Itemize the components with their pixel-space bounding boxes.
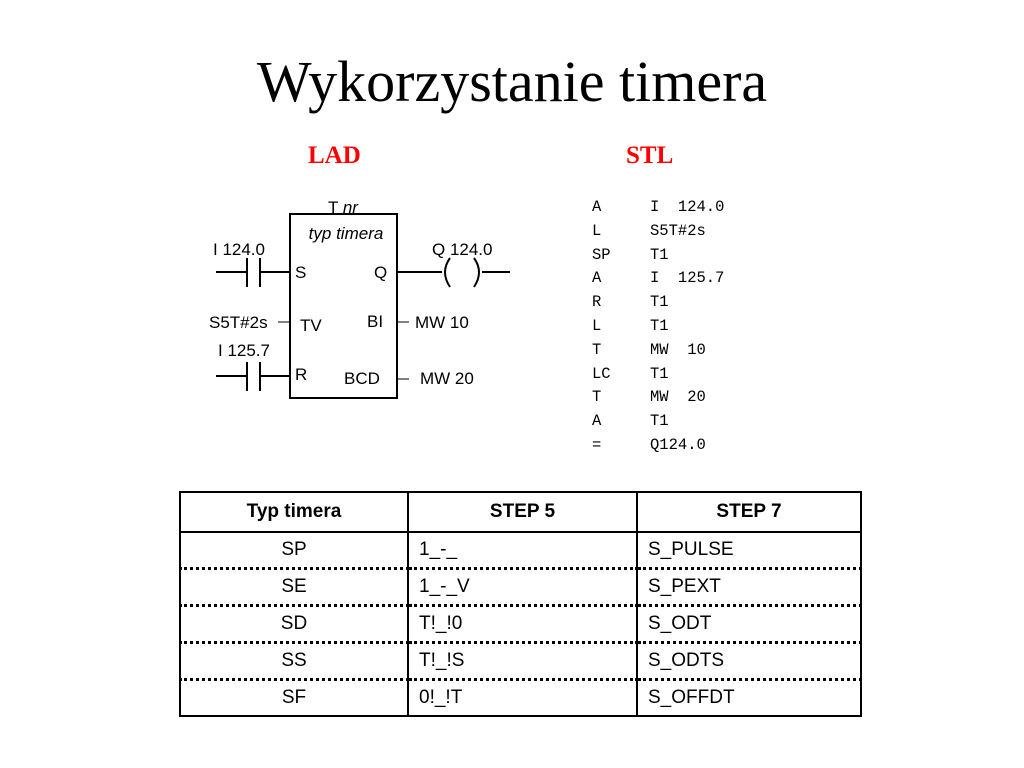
stl-arg: T1 bbox=[650, 293, 669, 312]
stl-line: A I 125.7 bbox=[592, 267, 724, 291]
table-cell: 0!_!T bbox=[407, 679, 637, 716]
pin-bcd: BCD bbox=[344, 369, 380, 388]
table-cell: SD bbox=[180, 605, 408, 644]
table-cell: S_PEXT bbox=[636, 568, 861, 607]
header-step7: STEP 7 bbox=[636, 491, 862, 533]
timer-block bbox=[289, 213, 398, 399]
stl-arg: MW 20 bbox=[650, 388, 706, 407]
timer-type: typ timera bbox=[309, 224, 384, 243]
table-header-row: Typ timera STEP 5 STEP 7 bbox=[179, 491, 862, 533]
stl-arg: T1 bbox=[650, 412, 669, 431]
input-s-label: I 124.0 bbox=[213, 240, 265, 259]
table-cell: S_ODT bbox=[636, 605, 861, 644]
stl-line: T MW 20 bbox=[592, 386, 724, 410]
output-q-label: Q 124.0 bbox=[432, 240, 493, 259]
coil-left-arc bbox=[444, 257, 451, 288]
stl-line: L T1 bbox=[592, 315, 724, 339]
pin-s: S bbox=[295, 263, 306, 282]
stl-op: SP bbox=[592, 245, 611, 264]
header-typ-timera: Typ timera bbox=[179, 491, 409, 533]
stl-op: A bbox=[592, 269, 602, 288]
stl-op: A bbox=[592, 412, 602, 431]
stl-op: A bbox=[592, 198, 602, 216]
table-cell: SF bbox=[281, 687, 307, 708]
ladder-diagram: T nr typ timera S TV R Q BI BCD I 124.0 … bbox=[209, 198, 510, 399]
table-cell: SP bbox=[180, 532, 408, 570]
stl-line: A T1 bbox=[592, 410, 724, 434]
stl-line: SP T1 bbox=[592, 244, 724, 268]
output-bi-label: MW 10 bbox=[415, 313, 469, 332]
table-cell: S_PULSE bbox=[636, 532, 861, 570]
pin-tv: TV bbox=[300, 316, 322, 335]
table-cell: SS bbox=[180, 642, 408, 681]
lad-label: LAD bbox=[308, 142, 361, 169]
stl-op: T bbox=[592, 340, 602, 359]
stl-line: LC T1 bbox=[592, 363, 724, 387]
stl-arg: T1 bbox=[650, 245, 669, 264]
header-step5: STEP 5 bbox=[407, 491, 638, 533]
stl-arg: MW 10 bbox=[650, 340, 706, 359]
timer-number: T nr bbox=[328, 198, 359, 217]
table-cell: S_OFFDT bbox=[636, 679, 861, 716]
table-cell: S_ODTS bbox=[636, 642, 861, 681]
stl-line: T MW 10 bbox=[592, 339, 724, 363]
table-cell: 1_-_ bbox=[407, 532, 637, 570]
stl-op: LC bbox=[592, 364, 611, 383]
stl-label: STL bbox=[626, 142, 674, 169]
coil-right-arc bbox=[473, 257, 480, 288]
table-cell: 1_-_V bbox=[407, 568, 637, 607]
stl-arg: T1 bbox=[650, 364, 669, 383]
stl-op: R bbox=[592, 293, 602, 312]
table-cell: T!_!S bbox=[407, 642, 637, 681]
input-r-label: I 125.7 bbox=[218, 341, 270, 360]
stl-op: L bbox=[592, 316, 602, 335]
output-bcd-label: MW 20 bbox=[420, 369, 474, 388]
stl-arg: T1 bbox=[650, 316, 669, 335]
stl-arg: S5T#2s bbox=[650, 221, 706, 240]
stl-line: = Q124.0 bbox=[592, 434, 724, 458]
table-cell: SE bbox=[180, 568, 408, 607]
stl-op: = bbox=[592, 435, 602, 454]
stl-line: R T1 bbox=[592, 291, 724, 315]
stl-op: T bbox=[592, 388, 602, 407]
pin-r: R bbox=[295, 365, 307, 384]
input-tv-label: S5T#2s bbox=[209, 313, 268, 332]
stl-op: L bbox=[592, 221, 602, 240]
stl-arg: Q124.0 bbox=[650, 435, 706, 454]
stl-line: A I 124.0 bbox=[592, 196, 724, 220]
stl-arg: I 124.0 bbox=[650, 198, 725, 216]
page-title: Wykorzystanie timera bbox=[256, 49, 768, 114]
pin-q: Q bbox=[374, 263, 387, 282]
stl-arg: I 125.7 bbox=[650, 269, 725, 288]
table-cell: T!_!0 bbox=[407, 605, 637, 644]
pin-bi: BI bbox=[367, 312, 383, 331]
stl-line: L S5T#2s bbox=[592, 220, 724, 244]
